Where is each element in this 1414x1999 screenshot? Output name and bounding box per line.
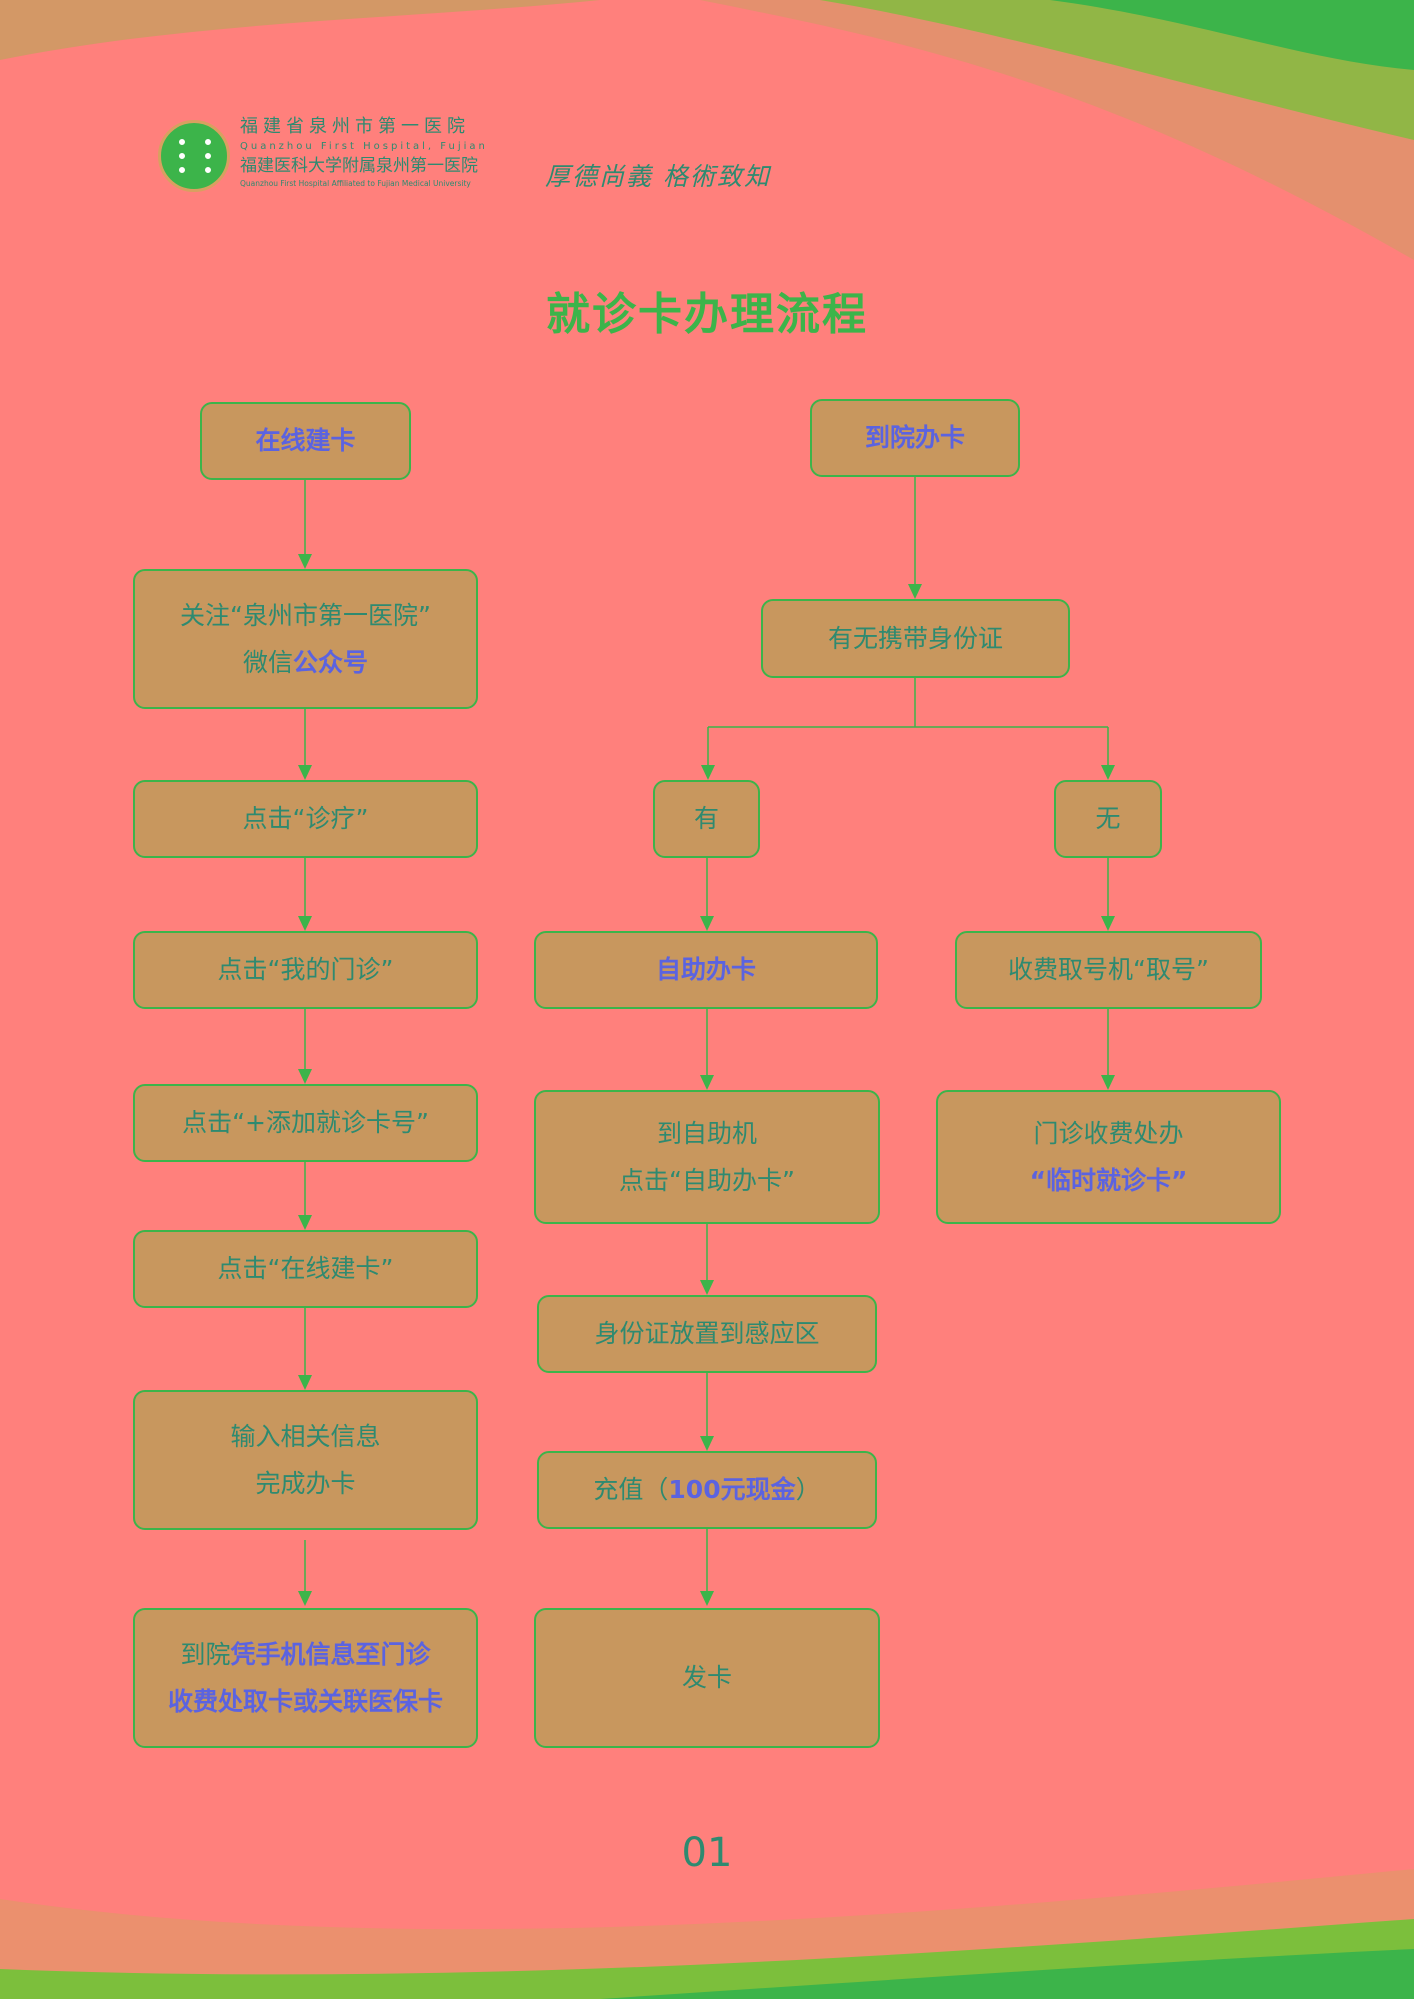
step-text: ）	[795, 1475, 821, 1505]
step-take-number: 收费取号机“取号”	[955, 931, 1262, 1009]
highlight-text: 到院办卡	[864, 423, 965, 453]
arrow-head-icon	[701, 765, 715, 780]
step-recharge: 充值（100元现金）	[537, 1451, 877, 1529]
hospital-name-block: 福建省泉州市第一医院 Quanzhou First Hospital, Fuji…	[240, 116, 488, 188]
arrow-head-icon	[1101, 765, 1115, 780]
step-no: 无	[1054, 780, 1162, 858]
step-text: 完成办卡	[255, 1469, 356, 1498]
step-line: 有	[694, 795, 719, 843]
arrow-head-icon	[1101, 916, 1115, 931]
step-line: “临时就诊卡”	[1030, 1157, 1188, 1205]
step-line: 点击“自助办卡”	[619, 1157, 795, 1205]
step-text: 有	[693, 804, 719, 834]
step-my-outpatient: 点击“我的门诊”	[133, 931, 478, 1009]
highlight-text: 在线建卡	[255, 426, 356, 456]
step-text: 点击“+添加就诊卡号”	[182, 1108, 429, 1138]
step-id-question: 有无携带身份证	[761, 599, 1070, 678]
step-text: 关注“泉州市第一医院”	[180, 600, 431, 630]
arrow-head-icon	[700, 1591, 714, 1606]
step-add-card: 点击“+添加就诊卡号”	[133, 1084, 478, 1162]
step-inhospital: 到院办卡	[810, 399, 1020, 477]
step-text: 点击“我的门诊”	[217, 955, 394, 985]
step-online-build: 点击“在线建卡”	[133, 1230, 478, 1308]
step-line: 点击“在线建卡”	[218, 1245, 394, 1293]
step-place-id: 身份证放置到感应区	[537, 1295, 877, 1373]
hospital-logo	[158, 120, 230, 192]
step-line: 关注“泉州市第一医院”	[180, 592, 431, 640]
arrow-head-icon	[700, 1280, 714, 1295]
arrow-head-icon	[298, 1591, 312, 1606]
step-yes: 有	[653, 780, 760, 858]
highlight-text: 自助办卡	[655, 955, 756, 985]
hospital-name-en: Quanzhou First Hospital, Fujian	[240, 140, 488, 152]
arrow-head-icon	[298, 1069, 312, 1084]
step-line: 点击“诊疗”	[243, 795, 369, 843]
hospital-motto: 厚德尚義 格術致知	[545, 162, 771, 191]
step-clinic: 点击“诊疗”	[133, 780, 478, 858]
affiliation-cn: 福建医科大学附属泉州第一医院	[240, 155, 478, 176]
step-text: 无	[1095, 804, 1121, 834]
step-text: 点击“自助办卡”	[619, 1166, 795, 1195]
step-text: 点击“诊疗”	[242, 804, 369, 834]
highlight-text: “临时就诊卡”	[1029, 1166, 1188, 1195]
step-text: 身份证放置到感应区	[594, 1319, 820, 1349]
step-text: 到院	[180, 1639, 231, 1669]
page-number: 01	[681, 1830, 733, 1876]
step-text: 收费取号机“取号”	[1008, 955, 1209, 985]
arrow-head-icon	[298, 916, 312, 931]
step-pickup: 到院凭手机信息至门诊收费处取卡或关联医保卡	[133, 1608, 478, 1748]
step-line: 在线建卡	[255, 417, 355, 465]
step-line: 到院办卡	[865, 414, 965, 462]
step-line: 收费取号机“取号”	[1008, 946, 1209, 994]
step-text: 微信	[242, 648, 293, 677]
highlight-text: 凭手机信息至门诊	[230, 1639, 431, 1669]
step-temp-card: 门诊收费处办 “临时就诊卡”	[936, 1090, 1281, 1224]
step-line: 身份证放置到感应区	[594, 1310, 819, 1358]
step-line: 有无携带身份证	[828, 615, 1003, 663]
step-text: 充值（	[593, 1475, 669, 1505]
arrow-head-icon	[700, 1436, 714, 1451]
hospital-name-cn: 福建省泉州市第一医院	[240, 116, 470, 137]
page-title: 就诊卡办理流程	[546, 289, 868, 340]
step-self-service: 自助办卡	[534, 931, 878, 1009]
arrow-head-icon	[298, 1215, 312, 1230]
step-text: 到自助机	[656, 1118, 757, 1148]
step-line: 自助办卡	[656, 946, 756, 994]
step-line: 输入相关信息	[230, 1413, 380, 1461]
step-line: 完成办卡	[255, 1460, 355, 1508]
step-text: 发卡	[681, 1663, 732, 1693]
highlight-text: 公众号	[293, 648, 369, 677]
arrow-head-icon	[908, 584, 922, 599]
step-issue: 发卡	[534, 1608, 880, 1748]
affiliation-en: Quanzhou First Hospital Affiliated to Fu…	[240, 178, 471, 188]
arrow-head-icon	[298, 554, 312, 569]
step-line: 无	[1095, 795, 1120, 843]
step-line: 点击“+添加就诊卡号”	[182, 1099, 429, 1147]
highlight-text: 收费处取卡或关联医保卡	[167, 1687, 443, 1716]
step-to-machine: 到自助机点击“自助办卡”	[534, 1090, 880, 1224]
arrow-head-icon	[298, 765, 312, 780]
arrow-head-icon	[700, 916, 714, 931]
step-input-info: 输入相关信息完成办卡	[133, 1390, 478, 1530]
step-text: 门诊收费处办	[1033, 1118, 1184, 1148]
step-follow: 关注“泉州市第一医院” 微信公众号	[133, 569, 478, 709]
step-text: 点击“在线建卡”	[217, 1254, 394, 1284]
highlight-text: 100元现金	[668, 1475, 796, 1505]
step-line: 到院凭手机信息至门诊	[180, 1631, 430, 1679]
step-line: 点击“我的门诊”	[218, 946, 394, 994]
step-online: 在线建卡	[200, 402, 411, 480]
step-line: 收费处取卡或关联医保卡	[168, 1678, 443, 1726]
step-line: 门诊收费处办	[1033, 1110, 1183, 1158]
step-text: 有无携带身份证	[827, 623, 1003, 653]
step-text: 输入相关信息	[230, 1421, 381, 1451]
step-line: 微信公众号	[243, 639, 368, 687]
step-line: 发卡	[682, 1654, 732, 1702]
step-line: 到自助机	[657, 1110, 757, 1158]
arrow-head-icon	[1101, 1075, 1115, 1090]
arrow-head-icon	[298, 1375, 312, 1390]
arrow-head-icon	[700, 1075, 714, 1090]
step-line: 充值（100元现金）	[593, 1466, 820, 1514]
